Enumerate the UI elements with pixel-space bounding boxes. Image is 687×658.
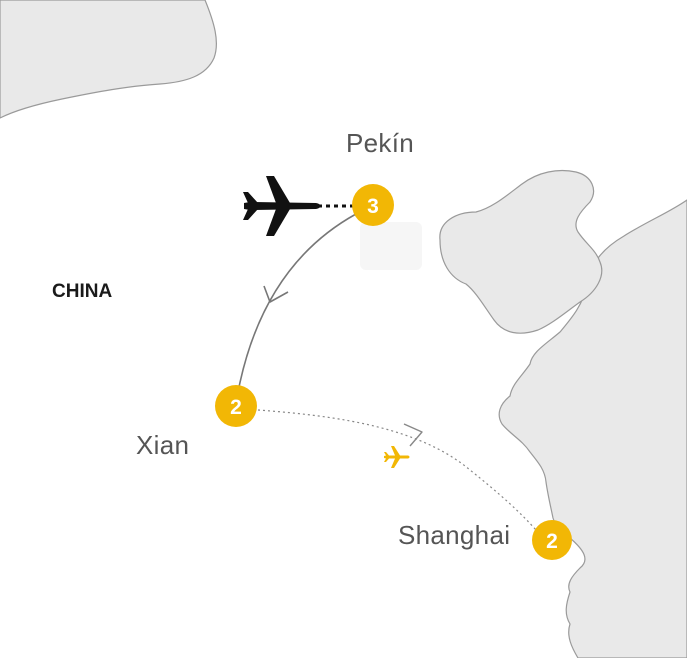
city-label-xian: Xian [136, 430, 190, 460]
route-arrow-icon [263, 285, 289, 303]
marker-shanghai[interactable]: 2 [532, 520, 572, 560]
small-airplane-icon [384, 446, 410, 468]
landmass-northwest [0, 0, 217, 119]
city-label-pekin: Pekín [346, 128, 414, 158]
route-pekin-xian [237, 213, 357, 393]
marker-xian-nights: 2 [230, 396, 242, 419]
landmass-peninsula [439, 169, 603, 334]
route-arrow-icon [403, 423, 423, 447]
airplane-icon [243, 176, 321, 236]
faded-patch [360, 222, 422, 270]
marker-pekin[interactable]: 3 [352, 184, 394, 226]
city-label-shanghai: Shanghai [398, 520, 511, 550]
marker-shanghai-nights: 2 [546, 530, 558, 553]
marker-xian[interactable]: 2 [215, 385, 257, 427]
country-label: CHINA [52, 281, 113, 302]
marker-pekin-nights: 3 [367, 195, 379, 218]
route-xian-shanghai [257, 409, 537, 531]
